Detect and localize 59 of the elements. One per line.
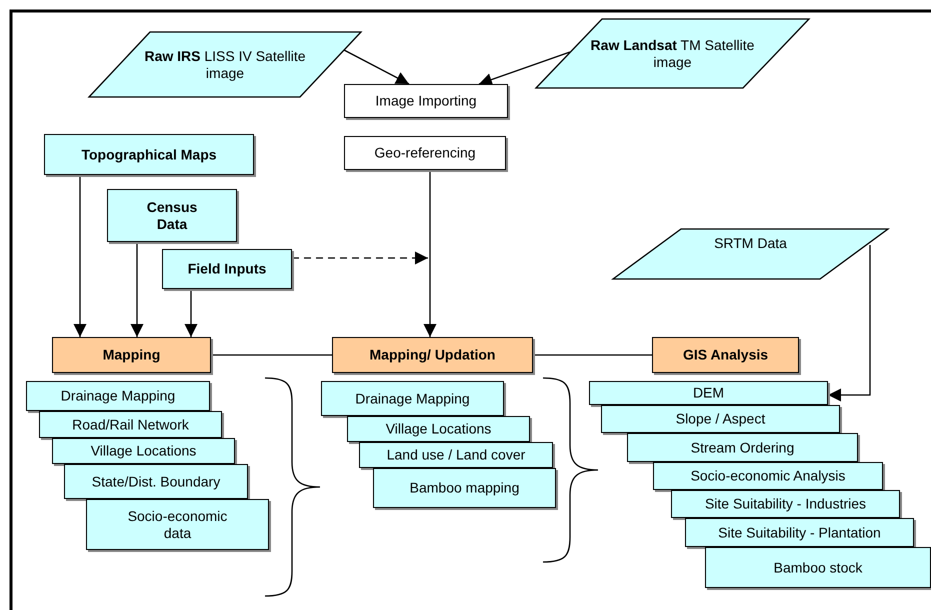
- box-label: Bamboo stock: [772, 559, 864, 576]
- box-label: Census Data: [146, 198, 198, 232]
- process-box: [344, 84, 508, 118]
- process-box: [601, 405, 840, 433]
- process-box: [26, 381, 210, 411]
- arrow: [184, 289, 198, 337]
- box-label: Drainage Mapping: [354, 390, 471, 407]
- process-box: [653, 462, 883, 490]
- process-box: [347, 416, 530, 442]
- arrow: [130, 242, 144, 337]
- process-box: [671, 490, 900, 518]
- process-box: [52, 438, 235, 464]
- box-label: Land use / Land cover: [386, 446, 526, 464]
- box-label: Stream Ordering: [690, 439, 796, 456]
- box-label: Socio-economic data: [127, 508, 228, 542]
- box-label: Image Importing: [374, 92, 478, 110]
- process-box: [359, 442, 553, 468]
- box-label: DEM: [692, 384, 726, 402]
- box-label: Drainage Mapping: [60, 388, 176, 404]
- box-label: Road/Rail Network: [71, 416, 190, 433]
- arrow: [478, 51, 570, 86]
- process-box: [627, 433, 858, 462]
- box-label: Geo-referencing: [373, 144, 477, 162]
- process-box: [321, 381, 504, 416]
- box-label: Slope / Aspect: [674, 410, 766, 428]
- process-box: [64, 464, 248, 499]
- arrow: [828, 245, 871, 402]
- process-box: [44, 134, 254, 175]
- box-label: Village Locations: [384, 420, 492, 438]
- process-box: [86, 499, 269, 550]
- box-label: Topographical Maps: [80, 146, 218, 163]
- process-box: [344, 136, 506, 170]
- arrow: [74, 175, 86, 337]
- process-box: [373, 468, 556, 508]
- process-box: [39, 411, 222, 438]
- box-label: Bamboo mapping: [408, 480, 520, 496]
- box-label: Socio-economic Analysis: [690, 468, 846, 484]
- box-label: SRTM Data: [713, 235, 788, 252]
- box-label: Site Suitability - Industries: [704, 496, 868, 512]
- process-box: [52, 337, 211, 373]
- arrow: [292, 252, 428, 264]
- process-box: [332, 337, 533, 373]
- box-label: Raw IRS LISS IV Satellite image: [143, 48, 307, 82]
- arrow: [344, 49, 410, 85]
- box-label: State/Dist. Boundary: [90, 473, 222, 490]
- box-label: Mapping/ Updation: [368, 346, 496, 364]
- box-label: Raw Landsat TM Satellite image: [590, 36, 756, 70]
- arrow: [424, 170, 436, 337]
- process-box: [589, 381, 828, 405]
- box-label: Mapping: [102, 346, 162, 364]
- process-box: [652, 337, 799, 373]
- box-label: Village Locations: [90, 442, 198, 460]
- process-box: [162, 249, 292, 289]
- process-box: [685, 518, 914, 547]
- process-box: [107, 189, 237, 242]
- box-label: GIS Analysis: [682, 346, 770, 364]
- box-label: Field Inputs: [186, 260, 268, 278]
- process-box: [705, 547, 931, 588]
- box-label: Site Suitability - Plantation: [717, 524, 882, 541]
